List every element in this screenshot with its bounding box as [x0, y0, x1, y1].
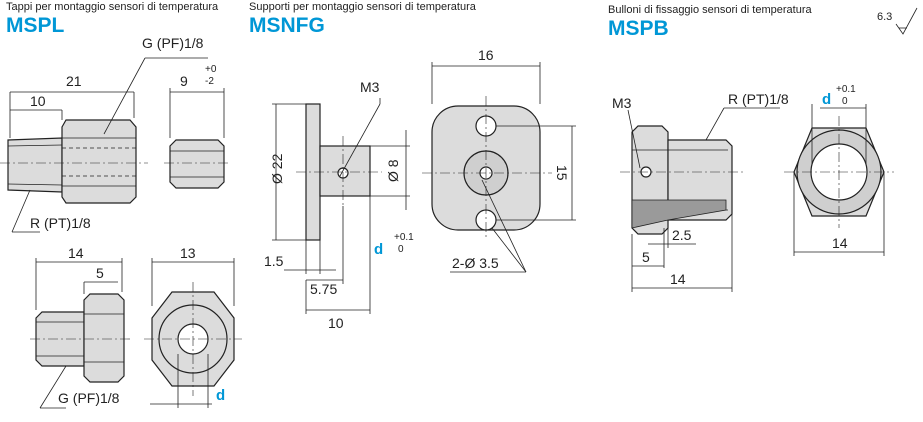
msnfg-code: MSNFG: [249, 14, 325, 37]
msnfg-dim-10: 10: [328, 315, 344, 331]
msnfg-dim-5-75: 5.75: [310, 281, 337, 297]
mspl-dim-10: 10: [30, 93, 46, 109]
mspl-subtitle: Tappi per montaggio sensori di temperatu…: [6, 1, 219, 13]
mspl-plug-side-view: [0, 119, 148, 204]
mspb-side-view: M3 R (PT)1/8 2.5 5 14: [612, 91, 789, 292]
roughness-symbol: 6.3: [877, 7, 918, 35]
msnfg-side-view: Ø 22 Ø 8 M3 d +0.1 0 1.5 5.75 10: [264, 79, 414, 331]
mspb-subtitle: Bulloni di fissaggio sensori di temperat…: [608, 4, 812, 16]
mspb-dim-14: 14: [670, 271, 686, 287]
mspb-d-label: d: [822, 91, 831, 108]
msnfg-d-tol-lower: 0: [398, 244, 404, 255]
msnfg-subtitle: Supporti per montaggio sensori di temper…: [249, 1, 476, 13]
mspb-d-tol-lower: 0: [842, 96, 848, 107]
mspl-dim-5: 5: [96, 265, 104, 281]
mspl-dim-14: 14: [68, 245, 84, 261]
mspb-d-tol-upper: +0.1: [836, 84, 856, 95]
msnfg-dim-16: 16: [478, 47, 494, 63]
msnfg-d-tol-upper: +0.1: [394, 232, 414, 243]
mspb-dim-14-hex: 14: [832, 235, 848, 251]
mspb-dim-2-5: 2.5: [672, 227, 692, 243]
mspl-thread-r: R (PT)1/8: [30, 215, 91, 231]
msnfg-holes: 2-Ø 3.5: [452, 255, 499, 271]
mspl-tol-9-upper: +0: [205, 64, 217, 75]
msnfg-dia22: Ø 22: [269, 153, 285, 184]
mspl-thread-g: G (PF)1/8: [142, 35, 204, 51]
msnfg-dim-15: 15: [554, 165, 570, 181]
mspl-dimensions-top: 21 10 G (PF)1/8 R (PT)1/8: [9, 35, 208, 233]
mspb-hex-end-view: d +0.1 0 14: [784, 84, 894, 256]
msnfg-dim-1-5: 1.5: [264, 253, 284, 269]
mspl-code: MSPL: [6, 14, 65, 37]
msnfg-front-view: 16 15 2-Ø 3.5: [422, 47, 576, 273]
mspl-bolt-side-view: 14 5 G (PF)1/8: [30, 245, 132, 409]
mspl-tol-9-lower: -2: [205, 76, 214, 87]
mspl-dim-13: 13: [180, 245, 196, 261]
msnfg-m3: M3: [360, 79, 380, 95]
msnfg-d-label: d: [374, 241, 383, 258]
mspl-small-cap-view: 9 +0 -2: [164, 64, 230, 189]
roughness-value: 6.3: [877, 11, 892, 23]
mspl-thread-g-bottom: G (PF)1/8: [58, 390, 120, 406]
mspb-thread-r: R (PT)1/8: [728, 91, 789, 107]
mspl-dim-9: 9: [180, 73, 188, 89]
mspb-code: MSPB: [608, 17, 669, 40]
mspb-dim-5: 5: [642, 249, 650, 265]
mspl-hex-end-view: 13 d: [144, 245, 242, 408]
msnfg-dia8: Ø 8: [385, 159, 401, 182]
mspl-d-label: d: [216, 387, 225, 404]
mspl-dim-21: 21: [66, 73, 82, 89]
mspb-m3: M3: [612, 95, 632, 111]
